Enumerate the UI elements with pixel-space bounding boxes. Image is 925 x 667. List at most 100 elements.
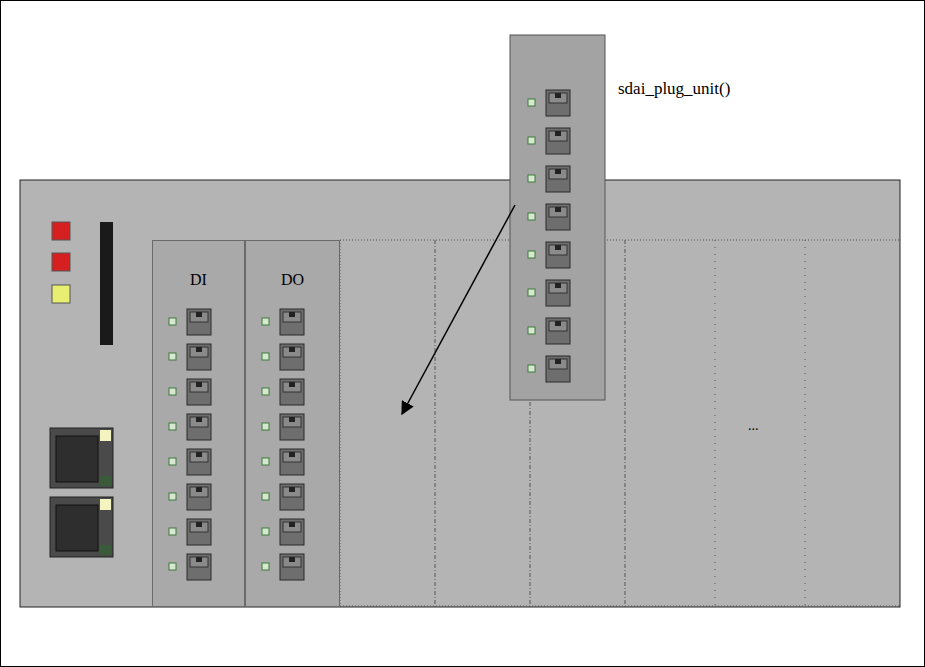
channel-led (528, 365, 535, 372)
terminal-slot (555, 359, 561, 364)
terminal-slot (289, 487, 295, 492)
channel-led (169, 528, 176, 535)
terminal-screw (190, 522, 208, 532)
terminal-slot (196, 347, 202, 352)
terminal-screw (283, 452, 301, 462)
terminal-screw (283, 347, 301, 357)
terminal-screw (549, 93, 567, 103)
status-led (52, 285, 70, 303)
terminal-slot (555, 245, 561, 250)
terminal-screw (549, 359, 567, 369)
function-label: sdai_plug_unit() (618, 80, 730, 99)
terminal-block (187, 449, 211, 475)
terminal-slot (196, 557, 202, 562)
terminal-slot (289, 522, 295, 527)
channel-led (169, 458, 176, 465)
status-led (52, 253, 70, 271)
channel-led (528, 327, 535, 334)
terminal-slot (289, 557, 295, 562)
terminal-block (546, 90, 570, 116)
terminal-screw (549, 245, 567, 255)
channel-led (528, 213, 535, 220)
terminal-block (546, 166, 570, 192)
plug-in-module (510, 35, 605, 400)
module-terminals (246, 241, 341, 608)
terminal-slot (555, 207, 561, 212)
channel-led (262, 423, 269, 430)
module-terminals (153, 241, 246, 608)
channel-led (169, 318, 176, 325)
io-module: DI (152, 240, 245, 607)
terminal-slot (196, 312, 202, 317)
terminal-block (187, 344, 211, 370)
terminal-block (280, 554, 304, 580)
terminal-block (546, 318, 570, 344)
ethernet-port (50, 428, 113, 488)
card-slot (100, 222, 113, 345)
terminal-screw (190, 557, 208, 567)
terminal-slot (196, 452, 202, 457)
terminal-screw (283, 417, 301, 427)
channel-led (528, 99, 535, 106)
terminal-block (280, 519, 304, 545)
terminal-screw (549, 207, 567, 217)
terminal-slot (555, 131, 561, 136)
module-title: DI (153, 241, 244, 289)
terminal-block (280, 484, 304, 510)
channel-led (262, 353, 269, 360)
terminal-block (546, 204, 570, 230)
channel-led (169, 563, 176, 570)
terminal-slot (289, 417, 295, 422)
terminal-screw (549, 321, 567, 331)
insert-arrow (402, 205, 515, 414)
chassis (20, 180, 900, 607)
terminal-slot (289, 382, 295, 387)
channel-led (169, 423, 176, 430)
terminal-screw (549, 169, 567, 179)
module-title: DO (246, 241, 339, 289)
terminal-slot (196, 522, 202, 527)
terminal-screw (549, 131, 567, 141)
ellipsis-label: ... (748, 418, 759, 433)
terminal-slot (555, 93, 561, 98)
channel-led (262, 493, 269, 500)
channel-led (262, 318, 269, 325)
terminal-screw (283, 382, 301, 392)
terminal-slot (289, 312, 295, 317)
terminal-screw (190, 312, 208, 322)
terminal-slot (196, 417, 202, 422)
terminal-block (280, 449, 304, 475)
terminal-block (280, 309, 304, 335)
terminal-slot (555, 283, 561, 288)
terminal-screw (283, 312, 301, 322)
terminal-slot (289, 452, 295, 457)
terminal-screw (190, 417, 208, 427)
terminal-block (546, 242, 570, 268)
terminal-block (546, 356, 570, 382)
terminal-screw (549, 283, 567, 293)
channel-led (169, 353, 176, 360)
terminal-screw (190, 382, 208, 392)
channel-led (169, 388, 176, 395)
terminal-slot (196, 487, 202, 492)
channel-led (528, 251, 535, 258)
channel-led (262, 388, 269, 395)
terminal-slot (289, 347, 295, 352)
terminal-block (546, 280, 570, 306)
channel-led (528, 175, 535, 182)
terminal-slot (555, 321, 561, 326)
terminal-screw (190, 452, 208, 462)
status-led (52, 222, 70, 240)
channel-led (169, 493, 176, 500)
terminal-block (187, 519, 211, 545)
terminal-block (280, 414, 304, 440)
empty-slot-outline (340, 240, 900, 607)
terminal-block (187, 484, 211, 510)
io-module: DO (245, 240, 340, 607)
terminal-screw (283, 557, 301, 567)
terminal-slot (196, 382, 202, 387)
terminal-screw (190, 487, 208, 497)
terminal-block (187, 554, 211, 580)
channel-led (262, 458, 269, 465)
